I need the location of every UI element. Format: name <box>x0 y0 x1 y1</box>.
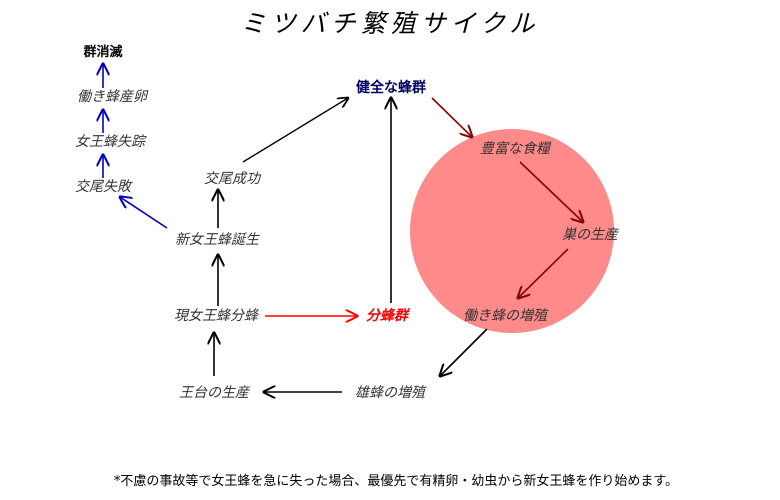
node-worker-increase: 働き蜂の増殖 <box>463 308 549 324</box>
arrow-abundant-food-to-nest-production <box>519 161 583 222</box>
worker-cycle-circle <box>410 129 614 333</box>
footnote: *不慮の事故等で女王蜂を急に失った場合、最優先で有精卵・幼虫から新女王蜂を作り始… <box>114 473 678 489</box>
node-queen-missing: 女王蜂失踪 <box>75 134 147 150</box>
node-current-queen-swarm: 現女王蜂分蜂 <box>174 308 260 324</box>
arrow-worker-increase-to-drone-increase <box>440 328 488 376</box>
node-worker-egg-laying: 働き蜂産卵 <box>77 89 149 105</box>
node-mating-success: 交尾成功 <box>204 171 262 187</box>
diagram-title: ミツバチ繁殖サイクル <box>241 9 540 38</box>
node-nest-production: 巣の生産 <box>562 227 620 243</box>
node-new-queen-born: 新女王蜂誕生 <box>175 232 260 248</box>
node-queen-cell-production: 王台の生産 <box>179 385 251 401</box>
node-abundant-food: 豊富な食糧 <box>480 141 552 157</box>
arrow-healthy-colony-to-abundant-food <box>431 97 472 137</box>
node-mating-failure: 交尾失敗 <box>75 179 133 195</box>
node-swarm-colony: 分蜂群 <box>366 307 411 324</box>
node-healthy-colony: 健全な蜂群 <box>356 79 426 96</box>
node-colony-extinct: 群消滅 <box>83 44 122 60</box>
arrow-mating-success-to-healthy-colony <box>242 98 348 163</box>
arrow-new-queen-to-mating-failure <box>120 197 168 229</box>
node-drone-increase: 雄蜂の増殖 <box>355 385 427 401</box>
arrow-nest-production-to-worker-increase <box>518 248 569 298</box>
